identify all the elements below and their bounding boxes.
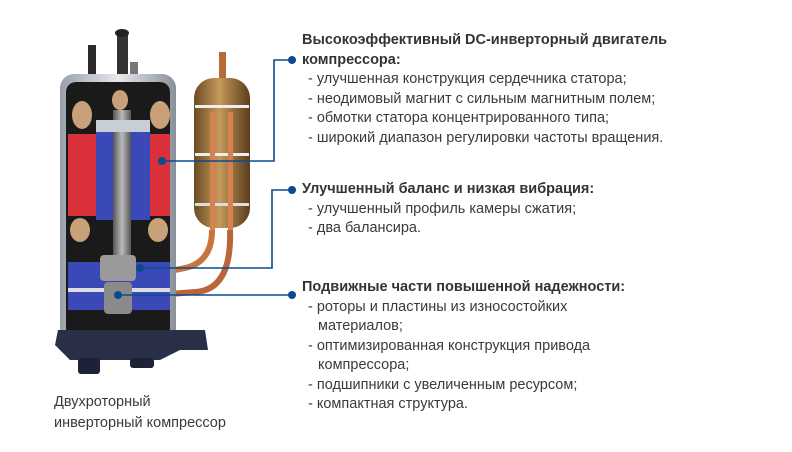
leader-lines xyxy=(118,59,292,296)
feature-title: Улучшенный баланс и низкая вибрация: xyxy=(302,181,595,197)
feature-item: - неодимовый магнит с сильным магнитным … xyxy=(308,90,656,107)
feature-item: - широкий диапазон регулировки частоты в… xyxy=(308,129,664,146)
leader-dot xyxy=(288,56,296,64)
leader-line-balance xyxy=(140,189,292,269)
feature-item: компрессора; xyxy=(318,357,410,373)
feature-balance: Улучшенный баланс и низкая вибрация: - у… xyxy=(302,180,594,239)
rotary-pump xyxy=(68,255,170,314)
feature-item: материалов; xyxy=(318,318,403,334)
mounting-base xyxy=(55,330,208,374)
feature-item: - улучшенная конструкция сердечника стат… xyxy=(308,71,627,87)
caption-line: инверторный компрессор xyxy=(54,415,226,431)
feature-item: - обмотки статора концентрированного тип… xyxy=(308,110,610,126)
leader-dot xyxy=(114,291,122,299)
top-terminals xyxy=(88,29,138,77)
feature-title: Подвижные части повышенной надежности: xyxy=(302,279,626,295)
accumulator xyxy=(164,52,250,297)
feature-moving-parts: Подвижные части повышенной надежности: -… xyxy=(302,278,625,415)
feature-item: - два балансира. xyxy=(308,220,422,236)
leader-line-motor xyxy=(162,59,292,162)
feature-item: - компактная структура. xyxy=(308,396,469,412)
feature-item: - улучшенный профиль камеры сжатия; xyxy=(308,200,577,217)
feature-item: - роторы и пластины из износостойких xyxy=(308,298,568,315)
leader-dot xyxy=(288,291,296,299)
feature-motor: Высокоэффективный DC-инверторный двигате… xyxy=(302,31,667,148)
caption-line: Двухроторный xyxy=(54,394,151,410)
feature-item: - подшипники с увеличенным ресурсом; xyxy=(308,376,578,393)
feature-item: - оптимизированная конструкция привода xyxy=(308,337,591,354)
motor xyxy=(68,90,170,260)
feature-title: Высокоэффективный DC-инверторный двигате… xyxy=(302,32,668,48)
leader-dot xyxy=(136,264,144,272)
leader-dot xyxy=(288,186,296,194)
leader-dot xyxy=(158,157,166,165)
figure-caption: Двухроторный инверторный компрессор xyxy=(54,392,226,434)
feature-title: компрессора: xyxy=(302,51,401,68)
